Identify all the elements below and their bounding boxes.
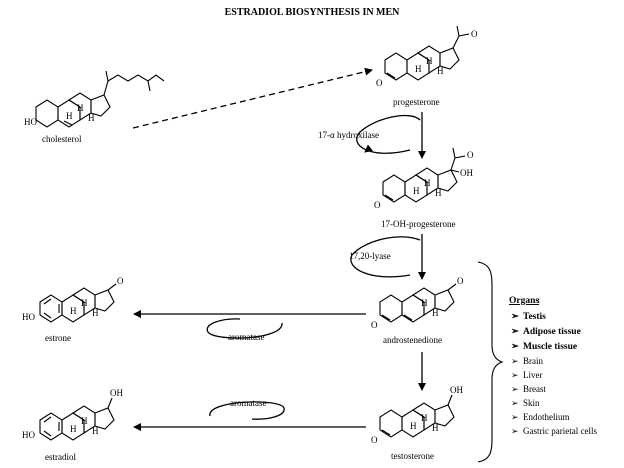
bullet-icon: ➢ bbox=[511, 412, 519, 422]
hydroxyl-label: HO bbox=[24, 117, 37, 127]
h-label: H bbox=[424, 178, 431, 188]
organs-heading-colon: : bbox=[537, 296, 540, 306]
aromatase-label: aromatase bbox=[230, 398, 266, 408]
estrone-structure: HO O H H H bbox=[22, 276, 124, 323]
h-label: H bbox=[81, 416, 88, 426]
h-label: H bbox=[70, 306, 77, 316]
oxygen-label: O bbox=[457, 276, 464, 286]
oxygen-label: O bbox=[371, 435, 378, 445]
organ-item-primary: Adipose tissue bbox=[523, 327, 581, 337]
hydroxyl-label: HO bbox=[22, 430, 35, 440]
enzyme-curve-head bbox=[364, 144, 373, 153]
oxygen-label: O bbox=[467, 150, 474, 160]
testosterone-label: testosterone bbox=[391, 451, 434, 461]
cholesterol-structure: HO H H H bbox=[24, 70, 165, 128]
organ-item-primary: Testis bbox=[523, 312, 546, 322]
bullet-icon: ➢ bbox=[511, 384, 519, 394]
h-label: H bbox=[432, 308, 439, 318]
hydroxylase-label: 17-α hydroxilase bbox=[318, 130, 379, 140]
oxygen-label: O bbox=[117, 276, 124, 286]
lyase-label: 17,20-lyase bbox=[349, 251, 391, 261]
organ-item: Endothelium bbox=[523, 412, 570, 422]
h-label: H bbox=[92, 426, 99, 436]
h-label: H bbox=[81, 298, 88, 308]
organs-list: Organs : ➢ Testis ➢ Adipose tissue ➢ Mus… bbox=[509, 296, 597, 436]
bullet-icon: ➢ bbox=[511, 370, 519, 380]
enzyme-curve bbox=[209, 401, 285, 420]
oxygen-label: O bbox=[376, 78, 383, 88]
androstenedione-label: androstenedione bbox=[383, 335, 442, 345]
hydroxyl-label: HO bbox=[22, 312, 35, 322]
diagram-title: ESTRADIOL BIOSYNTHESIS IN MEN bbox=[225, 7, 401, 18]
h-label: H bbox=[410, 421, 417, 431]
aromatase-label: aromatase bbox=[228, 332, 264, 342]
organ-item-primary: Muscle tissue bbox=[523, 342, 577, 352]
hydroxyl-label: OH bbox=[110, 388, 123, 398]
progesterone-structure: O O H H H bbox=[376, 25, 478, 88]
enzyme-curve bbox=[356, 114, 421, 154]
estradiol-label: estradiol bbox=[45, 452, 76, 462]
h-label: H bbox=[92, 308, 99, 318]
hydroxyl-label: OH bbox=[450, 385, 463, 395]
progesterone-label: progesterone bbox=[393, 97, 439, 107]
h-label: H bbox=[88, 113, 95, 123]
organs-heading: Organs bbox=[509, 296, 539, 306]
organ-item: Brain bbox=[523, 356, 543, 366]
enzyme-curve bbox=[350, 236, 421, 278]
bullet-icon: ➢ bbox=[511, 342, 520, 352]
bullet-icon: ➢ bbox=[511, 356, 519, 366]
bullet-icon: ➢ bbox=[511, 398, 519, 408]
bullet-icon: ➢ bbox=[511, 312, 520, 322]
organ-item: Gastric parietal cells bbox=[523, 426, 597, 436]
organ-item: Skin bbox=[523, 398, 540, 408]
oxygen-label: O bbox=[374, 200, 381, 210]
estradiol-structure: HO OH H H H bbox=[22, 388, 123, 441]
oxygen-label: O bbox=[471, 29, 478, 39]
h-label: H bbox=[70, 424, 77, 434]
bullet-icon: ➢ bbox=[511, 426, 519, 436]
cholesterol-label: cholesterol bbox=[42, 134, 82, 144]
hydroxyprogesterone-label: 17-OH-progesterone bbox=[381, 219, 455, 229]
h-label: H bbox=[432, 423, 439, 433]
bullet-icon: ➢ bbox=[511, 327, 520, 337]
hydroxyprogesterone-structure: O O OH H H H bbox=[374, 147, 474, 210]
oxygen-label: O bbox=[371, 320, 378, 330]
h-label: H bbox=[435, 188, 442, 198]
organs-brace bbox=[477, 261, 504, 463]
h-label: H bbox=[437, 66, 444, 76]
organ-item: Breast bbox=[523, 384, 546, 394]
h-label: H bbox=[421, 298, 428, 308]
h-label: H bbox=[413, 186, 420, 196]
androstenedione-structure: O O H H bbox=[371, 276, 464, 330]
testosterone-structure: O OH H H H bbox=[371, 385, 463, 445]
dashed-arrow bbox=[132, 67, 373, 129]
h-label: H bbox=[66, 111, 73, 121]
h-label: H bbox=[421, 413, 428, 423]
enzyme-curve bbox=[206, 318, 283, 339]
organ-item: Liver bbox=[523, 370, 543, 380]
h-label: H bbox=[426, 56, 433, 66]
h-label: H bbox=[415, 64, 422, 74]
hydroxyl-label: OH bbox=[460, 168, 473, 178]
estrone-label: estrone bbox=[45, 333, 71, 343]
h-label: H bbox=[77, 103, 84, 113]
